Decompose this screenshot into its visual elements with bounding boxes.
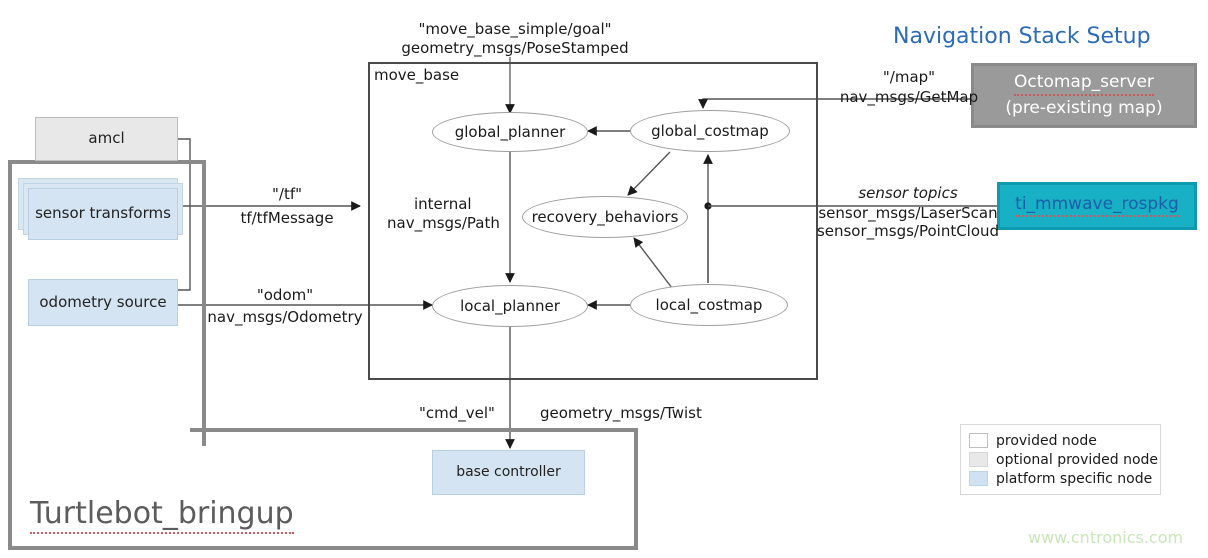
turtlebot-bringup-title-text: Turtlebot_bringup — [30, 496, 294, 534]
edge-label-map-topic: "/map" — [882, 68, 936, 86]
legend-label-platform-specific-node: platform specific node — [996, 470, 1153, 487]
legend-item-optional: optional provided node — [969, 450, 1158, 469]
node-sensor-transforms[interactable]: sensor transforms — [28, 188, 178, 240]
legend-swatch-optional-provided-node — [969, 452, 988, 467]
node-amcl-label: amcl — [88, 129, 125, 148]
legend-swatch-provided-node — [969, 433, 988, 448]
edge-label-tf-topic: "/tf" — [271, 185, 303, 203]
node-local-planner-label: local_planner — [460, 297, 560, 315]
legend-swatch-platform-specific-node — [969, 471, 988, 486]
node-base-controller-label: base controller — [456, 464, 561, 481]
edge-label-goal-msg: geometry_msgs/PoseStamped — [401, 39, 629, 57]
edge-label-odom-msg: nav_msgs/Odometry — [207, 308, 363, 326]
node-local-costmap[interactable]: local_costmap — [630, 284, 788, 326]
node-global-planner-label: global_planner — [454, 123, 566, 141]
move-base-container — [368, 62, 818, 380]
legend-label-optional-provided-node: optional provided node — [996, 451, 1159, 468]
node-octomap-server-label-1: Octomap_server — [1014, 72, 1154, 96]
legend-item-provided: provided node — [969, 431, 1150, 450]
node-local-costmap-label: local_costmap — [655, 296, 763, 314]
edge-label-odom-topic: "odom" — [256, 286, 314, 304]
node-octomap-server[interactable]: Octomap_server (pre-existing map) — [971, 63, 1197, 128]
turtlebot-bringup-lower-frame — [8, 428, 638, 550]
turtlebot-bringup-upper-frame — [8, 160, 206, 446]
edge-label-cmdvel-topic: "cmd_vel" — [419, 404, 495, 422]
turtlebot-bringup-title: Turtlebot_bringup — [30, 496, 294, 534]
edge-label-internal-msg: nav_msgs/Path — [387, 214, 500, 232]
watermark: www.cntronics.com — [1028, 528, 1184, 547]
node-local-planner[interactable]: local_planner — [432, 285, 588, 327]
edge-label-tf-msg: tf/tfMessage — [240, 209, 334, 227]
edge-label-cmdvel-msg: geometry_msgs/Twist — [540, 404, 702, 422]
node-octomap-server-label-2: (pre-existing map) — [1005, 97, 1163, 118]
frame-join-mask — [192, 432, 202, 446]
legend: provided node optional provided node pla… — [960, 424, 1161, 495]
page-title: Navigation Stack Setup — [893, 24, 1151, 49]
edge-label-internal-topic: internal — [414, 195, 472, 213]
node-odometry-source[interactable]: odometry source — [28, 279, 178, 326]
node-ti-mmwave-rospkg[interactable]: ti_mmwave_rospkg — [997, 182, 1197, 230]
node-global-planner[interactable]: global_planner — [432, 112, 588, 152]
node-recovery-behaviors-label: recovery_behaviors — [531, 208, 679, 226]
node-recovery-behaviors[interactable]: recovery_behaviors — [522, 196, 688, 238]
node-base-controller[interactable]: base controller — [432, 450, 585, 495]
node-odometry-source-label: odometry source — [39, 292, 167, 311]
node-sensor-transforms-label: sensor transforms — [35, 204, 171, 223]
node-global-costmap-label: global_costmap — [651, 122, 769, 140]
edge-label-sensor-msg2: sensor_msgs/PointCloud — [816, 222, 1000, 240]
turtlebot-bringup-notch — [190, 428, 638, 432]
legend-item-platform: platform specific node — [969, 469, 1153, 488]
edge-label-sensor-topic: sensor topics — [858, 184, 958, 202]
edge-label-map-msg: nav_msgs/GetMap — [839, 88, 979, 106]
move-base-label: move_base — [374, 66, 460, 84]
edge-label-sensor-msg1: sensor_msgs/LaserScan — [818, 204, 998, 222]
node-amcl[interactable]: amcl — [35, 117, 178, 161]
node-global-costmap[interactable]: global_costmap — [630, 110, 790, 152]
legend-label-provided-node: provided node — [996, 432, 1097, 449]
edge-label-goal-topic: "move_base_simple/goal" — [418, 20, 612, 38]
node-ti-mmwave-rospkg-label: ti_mmwave_rospkg — [1015, 194, 1179, 218]
